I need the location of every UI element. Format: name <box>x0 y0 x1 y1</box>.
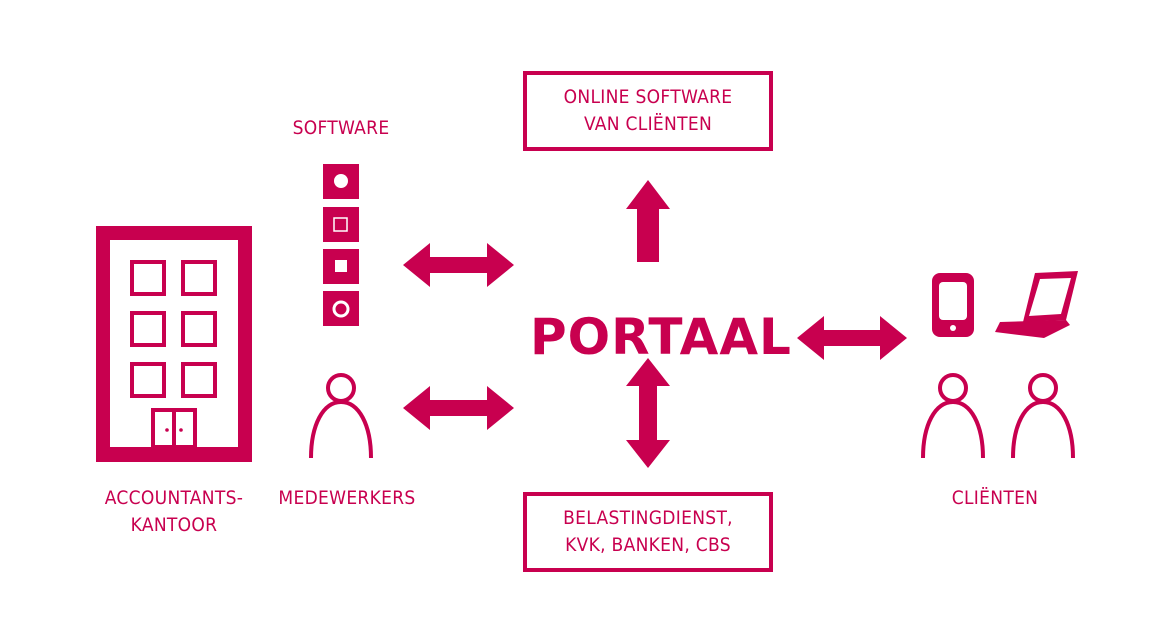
employees-label: MEDEWERKERS <box>278 487 416 509</box>
employees-portal-arrow <box>403 386 514 430</box>
software-stack-icon <box>323 164 359 326</box>
portal-down-arrow <box>626 358 670 468</box>
client-software-box: ONLINE SOFTWARE VAN CLIËNTEN <box>523 71 773 151</box>
clients-label: CLIËNTEN <box>951 487 1039 509</box>
authorities-line-1: BELASTINGDIENST, <box>563 507 733 529</box>
office-label-line-1: ACCOUNTANTS- <box>104 487 244 509</box>
portal-clients-arrow <box>797 316 907 360</box>
office-label: ACCOUNTANTS- KANTOOR <box>88 485 260 539</box>
smartphone-icon <box>932 273 974 337</box>
office-building-icon <box>96 226 252 462</box>
software-portal-arrow <box>403 243 514 287</box>
software-label: SOFTWARE <box>292 117 390 139</box>
portal-title: PORTAAL <box>530 308 792 366</box>
client-person-icon <box>921 373 1075 459</box>
authorities-box: BELASTINGDIENST, KVK, BANKEN, CBS <box>523 492 773 572</box>
laptop-icon <box>995 271 1078 338</box>
authorities-line-2: KVK, BANKEN, CBS <box>565 534 731 556</box>
employee-person-icon <box>309 373 373 459</box>
client-software-line-1: ONLINE SOFTWARE <box>563 86 733 108</box>
client-software-line-2: VAN CLIËNTEN <box>583 113 713 135</box>
office-label-line-2: KANTOOR <box>130 514 218 536</box>
portal-up-arrow <box>626 180 670 262</box>
